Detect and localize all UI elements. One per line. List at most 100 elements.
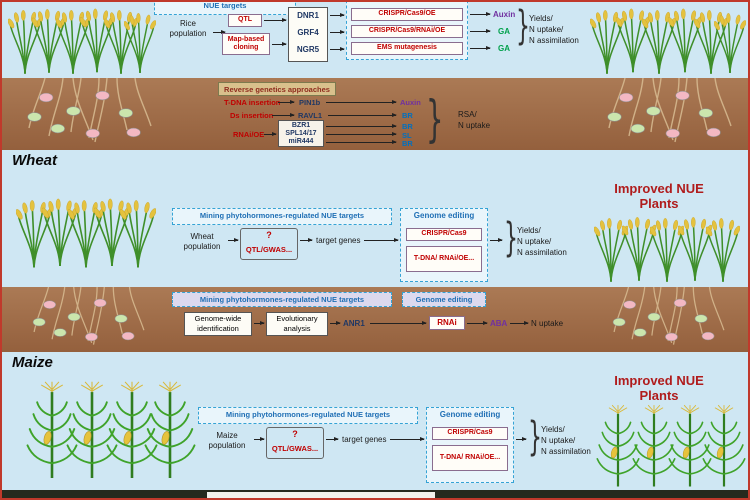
arrow — [213, 30, 226, 34]
maize-population-label: population — [208, 441, 246, 450]
maize-target-genes-label: target genes — [342, 435, 387, 444]
arrow — [330, 321, 341, 325]
arrow — [370, 321, 427, 325]
arrow — [228, 238, 239, 242]
arrow — [330, 13, 345, 17]
maize-editing-item: CRISPR/Cas9 — [432, 427, 508, 440]
arrow — [300, 238, 313, 242]
arrow — [326, 124, 397, 128]
wheat-target-genes-label: target genes — [316, 236, 361, 245]
arrow — [254, 321, 265, 325]
arrow — [254, 437, 265, 441]
rice-gene: DNR1 — [297, 11, 319, 20]
arrow — [470, 29, 491, 33]
reverse-method-rnai-oe: RNAi/OE — [233, 130, 265, 139]
arrow — [330, 47, 345, 51]
rice-outcome: N assimilation — [529, 36, 579, 45]
rice-below-outcome: N uptake — [458, 121, 491, 130]
wheat-step-genome-wide-identification: Genome-wide identification — [184, 312, 252, 336]
arrow — [390, 437, 425, 441]
maize-qtl-gwas: QTL/GWAS... — [271, 444, 319, 453]
reverse-genetics-title-box: Reverse genetics approaches — [218, 82, 336, 96]
reverse-gene: PIN1b — [299, 98, 321, 107]
brace-icon: } — [504, 215, 518, 261]
hormone-sl: SL — [402, 130, 412, 140]
rice-method-map-based-cloning: Map-based cloning — [222, 33, 270, 55]
rice-method-qtl: QTL — [228, 14, 262, 27]
arrow — [516, 437, 527, 441]
improved-line: Improved NUE — [614, 373, 704, 388]
arrow — [278, 100, 295, 104]
arrow — [330, 30, 345, 34]
wheat-mining-targets-box: Mining phytohormones-regulated NUE targe… — [172, 208, 392, 225]
rice-soil-band — [2, 78, 748, 150]
arrow — [326, 437, 339, 441]
reverse-gene: SPL14/17 — [285, 130, 317, 137]
wheat-soil-outcome: N uptake — [531, 319, 564, 328]
maize-outcome: Yields/ — [541, 425, 565, 434]
wheat-population-label: Wheat — [190, 232, 214, 241]
rice-population-label: Rice — [179, 19, 196, 28]
hormone-ga: GA — [498, 27, 510, 36]
maize-improved-nue-label: Improved NUE Plants — [600, 373, 718, 404]
reverse-gene-group-box — [278, 120, 324, 147]
rice-gene: NGR5 — [296, 45, 320, 54]
arrow — [326, 132, 397, 136]
reverse-gene: RAVL1 — [298, 111, 323, 120]
brace-icon: } — [426, 90, 444, 148]
brace-icon: } — [516, 3, 530, 49]
wheat-population-label: population — [183, 242, 221, 251]
wheat-step-evolutionary-analysis: Evolutionary analysis — [266, 312, 328, 336]
wheat-editing-item: T-DNA/ RNAi/OE... — [406, 246, 482, 272]
hormone-auxin: Auxin — [400, 98, 421, 107]
reverse-gene: BZR1 — [291, 122, 311, 129]
wheat-unknown-qtl: ? — [266, 230, 272, 240]
arrow — [470, 46, 491, 50]
arrow — [326, 100, 397, 104]
arrow — [328, 113, 397, 117]
maize-population-label: Maize — [216, 431, 238, 440]
hormone-br: BR — [402, 111, 413, 120]
rice-mining-targets-box: Mining phytohormones-regulated NUE targe… — [154, 2, 296, 15]
wheat-outcome: N uptake/ — [517, 237, 552, 246]
wheat-soil-mining-box: Mining phytohormones-regulated NUE targe… — [172, 292, 392, 307]
arrow — [264, 18, 287, 22]
rice-gene-box — [288, 7, 328, 62]
wheat-outcome: Yields/ — [517, 226, 541, 235]
arrow — [490, 238, 503, 242]
hormone-br: BR — [402, 122, 413, 131]
hormone-ga: GA — [498, 44, 510, 53]
maize-outcome: N uptake/ — [541, 436, 576, 445]
arrow — [264, 132, 277, 136]
wheat-outcome: N assimilation — [517, 248, 567, 257]
wheat-section-label: Wheat — [12, 152, 57, 169]
rice-editing-item: CRISPR/Cas9/RNAi/OE — [351, 25, 463, 38]
arrow — [326, 140, 397, 144]
maize-mining-targets-box: Mining phytohormones-regulated NUE targe… — [198, 407, 418, 424]
wheat-mapping-box — [240, 228, 298, 260]
wheat-gene-anr1: ANR1 — [343, 319, 365, 328]
maize-section-label: Maize — [12, 354, 53, 371]
improved-line: Plants — [639, 195, 679, 211]
wheat-improved-nue-label: Improved NUE Plants — [600, 181, 718, 212]
arrow — [470, 12, 491, 16]
bottom-cut-label-box — [207, 492, 435, 498]
maize-unknown-qtl: ? — [292, 429, 298, 439]
rice-outcome: N uptake/ — [529, 25, 564, 34]
arrow — [510, 321, 529, 325]
hormone-auxin: Auxin — [493, 10, 516, 19]
wheat-soil-genome-editing-box: Genome editing — [402, 292, 486, 307]
rice-editing-item: EMS mutagenesis — [351, 42, 463, 55]
arrow — [364, 238, 399, 242]
rice-gene: GRF4 — [297, 28, 319, 37]
rice-outcome: Yields/ — [529, 14, 553, 23]
rice-below-outcome: RSA/ — [458, 110, 477, 119]
maize-outcome: N assimilation — [541, 447, 591, 456]
maize-mapping-box — [266, 427, 324, 459]
hormone-aba: ABA — [490, 319, 508, 328]
reverse-method-ds: Ds insertion — [230, 111, 274, 120]
improved-line: Plants — [639, 387, 679, 403]
wheat-editing-item: CRISPR/Cas9 — [406, 228, 482, 241]
reverse-gene: miR444 — [288, 138, 314, 145]
